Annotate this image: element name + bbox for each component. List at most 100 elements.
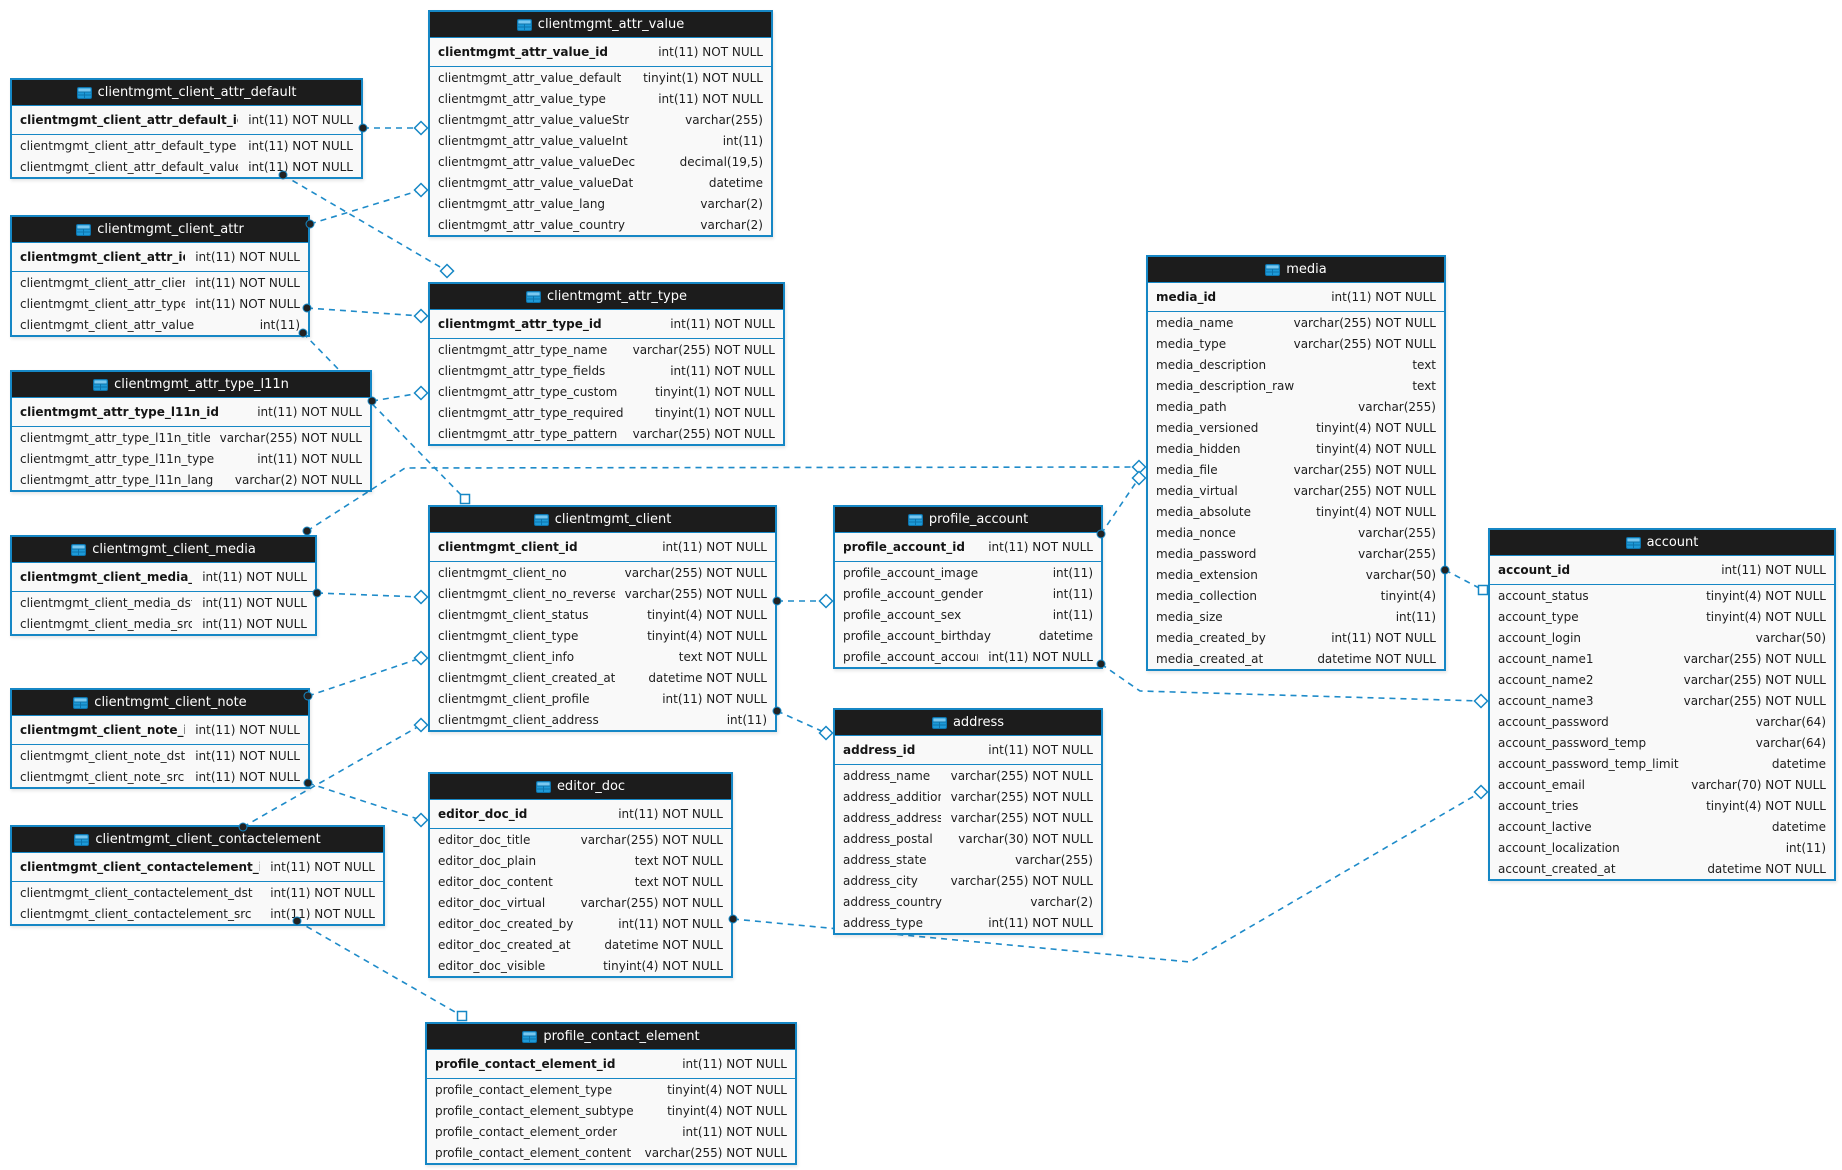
table-header[interactable]: clientmgmt_client (430, 507, 775, 533)
table-header[interactable]: profile_account (835, 507, 1101, 533)
table-header[interactable]: clientmgmt_client_attr (12, 217, 308, 243)
table-header[interactable]: address (835, 710, 1101, 736)
table-header[interactable]: clientmgmt_attr_type (430, 284, 783, 310)
table-header[interactable]: clientmgmt_client_attr_default (12, 80, 361, 106)
table-header[interactable]: media (1148, 257, 1444, 283)
table-header[interactable]: clientmgmt_client_note (12, 690, 308, 716)
table-header[interactable]: clientmgmt_attr_value (430, 12, 771, 38)
table-header[interactable]: clientmgmt_client_media (12, 537, 315, 563)
table-header[interactable]: clientmgmt_client_contactelement (12, 827, 383, 853)
